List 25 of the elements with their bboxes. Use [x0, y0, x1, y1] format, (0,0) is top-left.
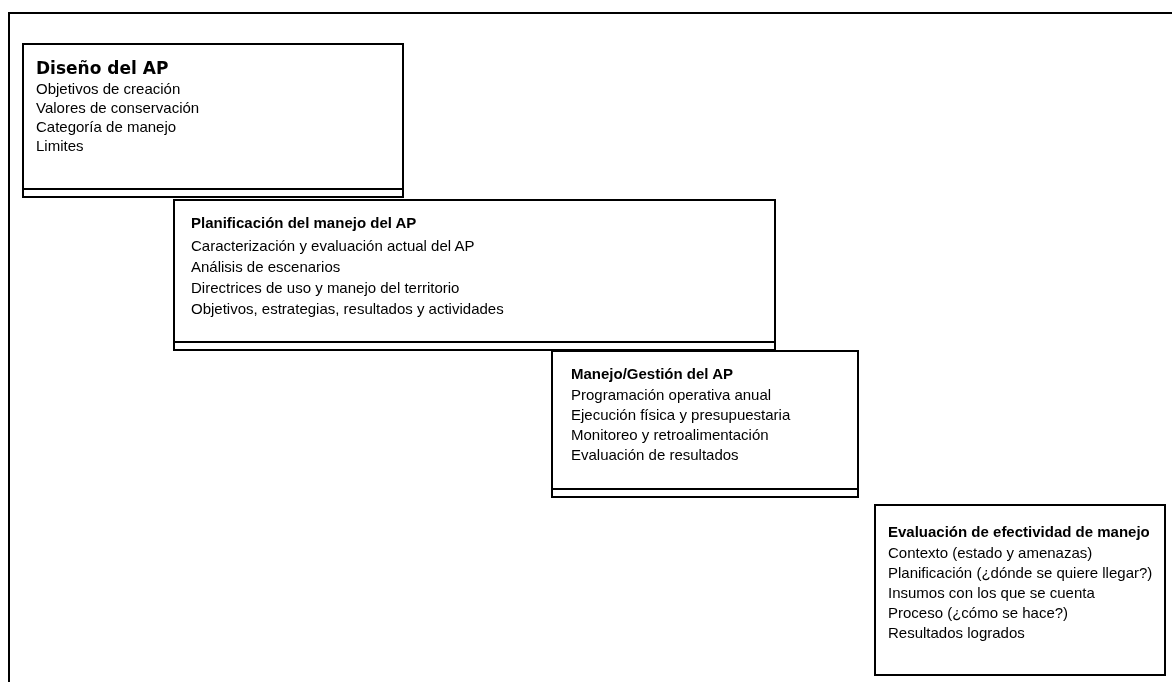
stage-item: Valores de conservación: [36, 98, 201, 117]
stage-item: Objetivos, estrategias, resultados y actividades: [191, 299, 505, 319]
stage-item: Programación operativa anual: [571, 385, 773, 405]
stage-item: Contexto (estado y amenazas): [888, 543, 1094, 563]
stage-item: Ejecución física y presupuestaria: [571, 405, 792, 425]
stage-title: Diseño del AP: [36, 57, 170, 79]
stage-title: Planificación del manejo del AP: [191, 213, 418, 233]
stage-item: Caracterización y evaluación actual del AP: [191, 236, 476, 256]
stage-item: Limites: [36, 136, 85, 155]
stage-box: [173, 199, 776, 351]
stage-item: Directrices de uso y manejo del territorio: [191, 278, 461, 298]
stage-item: Resultados logrados: [888, 623, 1026, 643]
stage-item: Categoría de manejo: [36, 117, 178, 136]
stage-item: Evaluación de resultados: [571, 445, 740, 465]
stage-item: Insumos con los que se cuenta: [888, 583, 1096, 603]
stage-box: [551, 350, 859, 498]
stage-title: Evaluación de efectividad de manejo: [888, 522, 1151, 542]
stage-item: Proceso (¿cómo se hace?): [888, 603, 1070, 623]
stage-item: Objetivos de creación: [36, 79, 182, 98]
stage-box: [22, 43, 404, 198]
stage-box: [874, 504, 1166, 676]
stage-item: Análisis de escenarios: [191, 257, 342, 277]
stage-item: Planificación (¿dónde se quiere llegar?): [888, 563, 1152, 583]
stage-item: Monitoreo y retroalimentación: [571, 425, 770, 445]
stage-title: Manejo/Gestión del AP: [571, 364, 734, 384]
